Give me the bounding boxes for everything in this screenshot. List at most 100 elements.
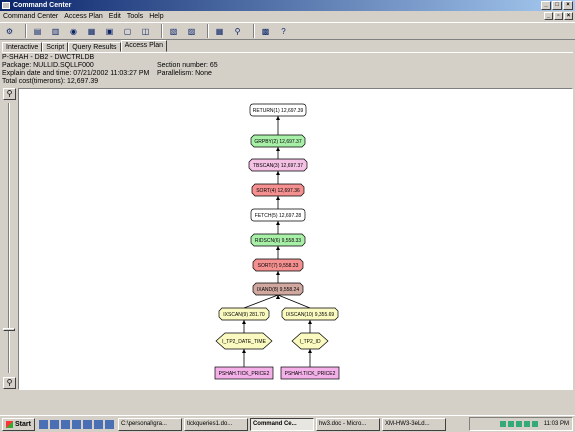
plan-node-shape [250,208,306,222]
plan-node-return[interactable]: RETURN(1) 12,697.39 [249,103,307,117]
history-icon[interactable]: ◉ [70,26,77,36]
plan-node-idx2[interactable]: I_TP2_ID [291,332,329,350]
menu-help[interactable]: Help [149,13,164,20]
horizontal-scroll-area[interactable] [0,390,575,404]
task-hw3-doc[interactable]: hw3.doc - Micro... [315,417,380,431]
plan-node-ixscan9[interactable]: IXSCAN(9) 281.70 [218,307,270,321]
plan-node-shape [281,307,339,321]
app-icon-1[interactable] [71,419,81,429]
zoom-out-icon[interactable]: ⚲ [3,377,16,389]
task-command-center[interactable]: Command Ce... [249,417,314,431]
clock: 11:03 PM [543,421,569,427]
ie-icon[interactable] [49,419,59,429]
plan-edge-arrow [276,271,280,275]
task-tickqueries[interactable]: tickqueries1.do... [183,417,248,431]
results-icon[interactable]: ▢ [123,26,132,36]
grid2-icon[interactable]: ▦ [215,26,224,36]
tray-icon-2[interactable] [507,421,514,427]
plan-node-grpby[interactable]: GRPBY(2) 12,697.37 [250,134,306,148]
plan-node-label: PSHAH.TICK_PRICE2 [285,371,336,377]
plan-node-shape [214,366,274,380]
plan-node-tbl2[interactable]: PSHAH.TICK_PRICE2 [280,366,340,380]
zoom-slider-thumb[interactable] [3,328,15,331]
desktop-icon[interactable] [38,419,48,429]
zoom-panel: ⚲ ⚲ [2,88,16,390]
plan-node-label: FETCH(5) 12,697.28 [255,213,302,219]
plan-node-tbl1[interactable]: PSHAH.TICK_PRICE2 [214,366,274,380]
plan-edge-arrow [276,147,280,151]
plan-node-label: SORT(4) 12,697.36 [256,188,300,194]
minimize-button[interactable]: _ [541,1,551,10]
plan-node-shape [252,282,304,296]
connect-icon[interactable]: ⚙ [5,26,14,36]
tab-interactive[interactable]: Interactive [2,42,43,52]
menu-command-center[interactable]: Command Center [3,13,59,20]
plan-node-sort7[interactable]: SORT(7) 9,558.33 [252,258,304,272]
script-icon[interactable]: ▤ [33,26,42,36]
plan-edge-arrow [308,320,312,324]
plan-node-tbscan[interactable]: TBSCAN(3) 12,697.37 [248,158,308,172]
child-close-button[interactable]: × [564,12,573,20]
plan-edge-arrow [276,221,280,225]
start-button[interactable]: Start [2,417,35,431]
tab-access-plan[interactable]: Access Plan [120,40,168,52]
plan-edge-arrow [308,349,312,353]
prefs-icon[interactable]: ▩ [261,26,270,36]
tray-icon-3[interactable] [515,421,522,427]
zoom-slider[interactable] [8,103,10,373]
tab-query-results[interactable]: Query Results [68,42,121,52]
plan-node-ridscn[interactable]: RIDSCN(6) 9,558.33 [250,233,306,247]
plan-node-label: PSHAH.TICK_PRICE2 [219,371,270,377]
child-restore-button[interactable]: ▫ [554,12,563,20]
db-icon[interactable]: ▥ [51,26,60,36]
plan-info-panel: P-SHAH - DB2 - DWCTRLDB Package: NULLID.… [2,52,573,88]
explain-icon[interactable]: ◫ [141,26,150,36]
tray-icon-4[interactable] [523,421,530,427]
task-explorer[interactable]: C:\personal\gra... [117,417,182,431]
quick-launch [38,419,114,429]
maximize-button[interactable]: □ [552,1,562,10]
menu-tools[interactable]: Tools [126,13,144,20]
menu-edit[interactable]: Edit [108,13,121,20]
plan-node-fetch[interactable]: FETCH(5) 12,697.28 [250,208,306,222]
plan-node-label: I_TP2_DATE_TIME [222,339,266,345]
save-icon[interactable]: ▧ [169,26,178,36]
outlook-icon[interactable] [60,419,70,429]
total-cost-info: Total cost(timerons): 12,697.39 [2,78,99,85]
plan-node-label: TBSCAN(3) 12,697.37 [253,163,303,169]
toolbar: ⚙ ▤ ▥ ◉ ▦ ▣ ▢ ◫ ▧ ▨ ▦ ⚲ ▩ ? [0,22,575,40]
help-icon[interactable]: ? [281,26,286,36]
plan-node-label: RETURN(1) 12,697.39 [253,108,304,114]
stop-icon[interactable]: ▣ [105,26,114,36]
plan-node-sort4[interactable]: SORT(4) 12,697.36 [251,183,305,197]
title-bar: Command Center _ □ × [0,0,575,11]
plan-node-ixand[interactable]: IXAND(8) 9,558.24 [252,282,304,296]
task-xm-hw3[interactable]: XM-HW3-3eLd... [381,417,446,431]
close-button[interactable]: × [563,1,573,10]
tray-icon-1[interactable] [499,421,506,427]
app-icon-3[interactable] [93,419,103,429]
menu-access-plan[interactable]: Access Plan [64,13,103,20]
tree-icon[interactable]: ⚲ [234,26,241,36]
app-icon-2[interactable] [82,419,92,429]
plan-node-idx1[interactable]: I_TP2_DATE_TIME [215,332,273,350]
plan-node-label: IXSCAN(10) 9,355.69 [286,312,335,318]
plan-node-label: GRPBY(2) 12,697.37 [254,139,301,145]
plan-node-shape [215,332,273,350]
tray-icon-5[interactable] [531,421,538,427]
plan-node-ixscan10[interactable]: IXSCAN(10) 9,355.69 [281,307,339,321]
tab-script[interactable]: Script [42,42,69,52]
form-icon[interactable]: ▦ [87,26,96,36]
package-info: Package: NULLID.SQLLF000 [2,62,94,69]
grid-icon[interactable]: ▨ [187,26,196,36]
child-minimize-button[interactable]: _ [544,12,553,20]
zoom-in-icon[interactable]: ⚲ [3,88,16,100]
plan-node-shape [249,103,307,117]
window-title: Command Center [13,2,72,9]
plan-node-label: SORT(7) 9,558.33 [258,263,299,269]
plan-node-shape [291,332,329,350]
plan-edge-arrow [242,320,246,324]
app-icon-4[interactable] [104,419,114,429]
